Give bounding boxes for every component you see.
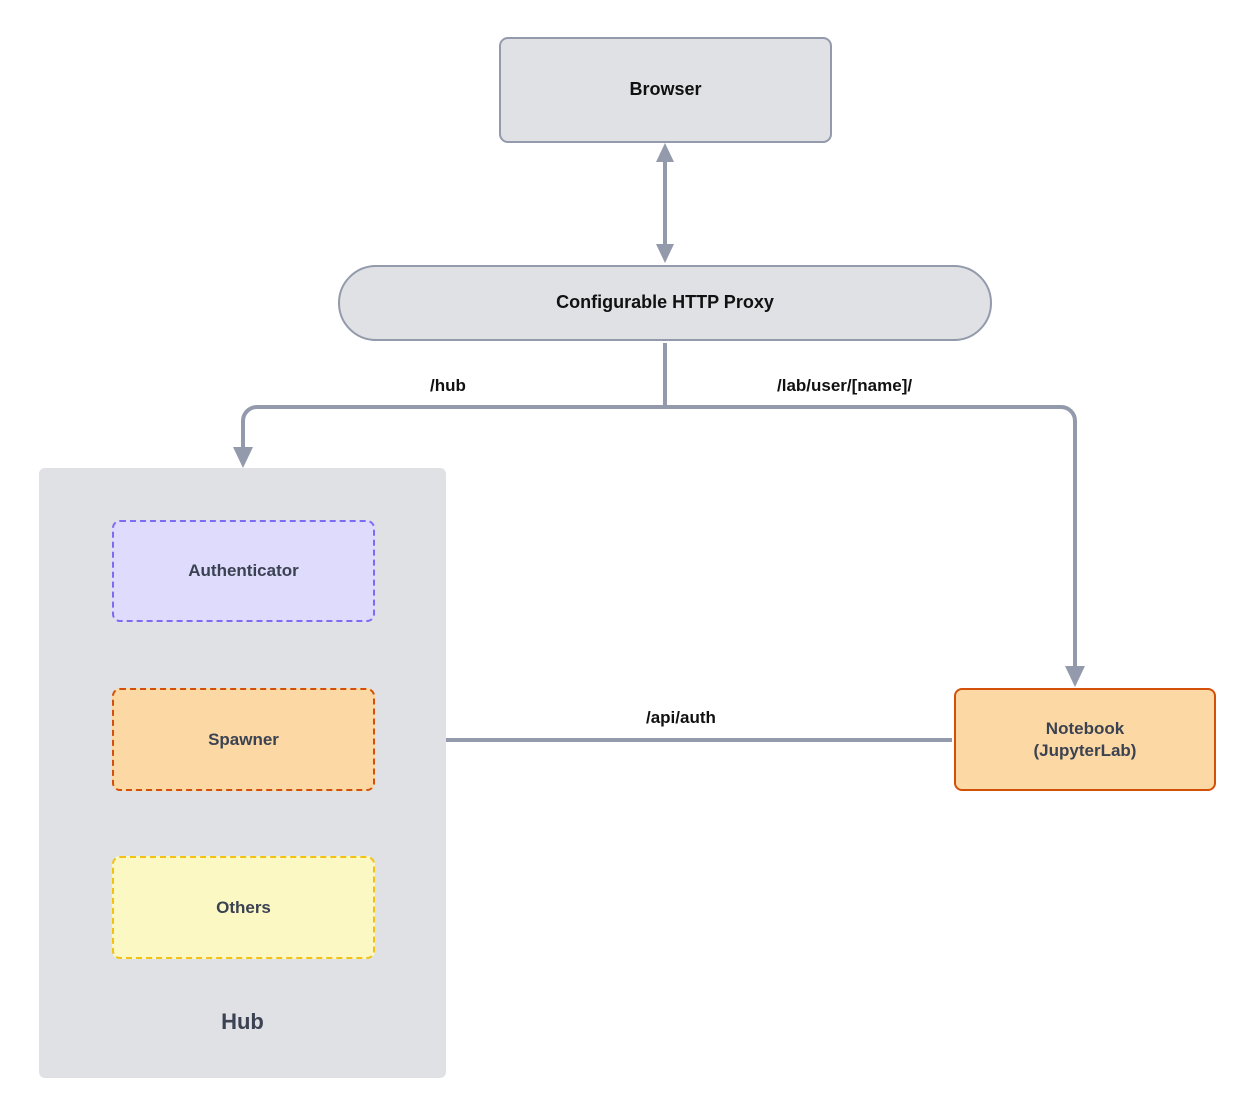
node-notebook-label-line1: Notebook (1045, 718, 1125, 738)
node-proxy-label: Configurable HTTP Proxy (556, 292, 774, 313)
node-authenticator[interactable]: Authenticator (112, 520, 375, 622)
edge-label-api-auth: /api/auth (641, 707, 721, 729)
edge-browser-proxy (656, 143, 674, 263)
node-hub-label: Hub (221, 1008, 264, 1034)
node-notebook-jupyterlab[interactable]: Notebook (JupyterLab) (954, 688, 1216, 791)
node-spawner-label: Spawner (208, 729, 279, 749)
edge-proxy-hub (233, 405, 665, 468)
edge-notebook-spawner (378, 730, 952, 750)
node-configurable-http-proxy[interactable]: Configurable HTTP Proxy (338, 265, 992, 341)
edge-label-lab-path: /lab/user/[name]/ (772, 375, 918, 397)
edge-label-hub-path: /hub (425, 375, 471, 397)
node-notebook-label-line2: (JupyterLab) (1033, 740, 1137, 760)
node-authenticator-label: Authenticator (188, 561, 299, 580)
node-spawner[interactable]: Spawner (112, 688, 375, 791)
node-others[interactable]: Others (112, 856, 375, 959)
node-others-label: Others (216, 897, 271, 917)
edge-proxy-notebook (665, 405, 1085, 687)
node-browser-label: Browser (629, 79, 702, 100)
node-browser[interactable]: Browser (499, 37, 832, 143)
